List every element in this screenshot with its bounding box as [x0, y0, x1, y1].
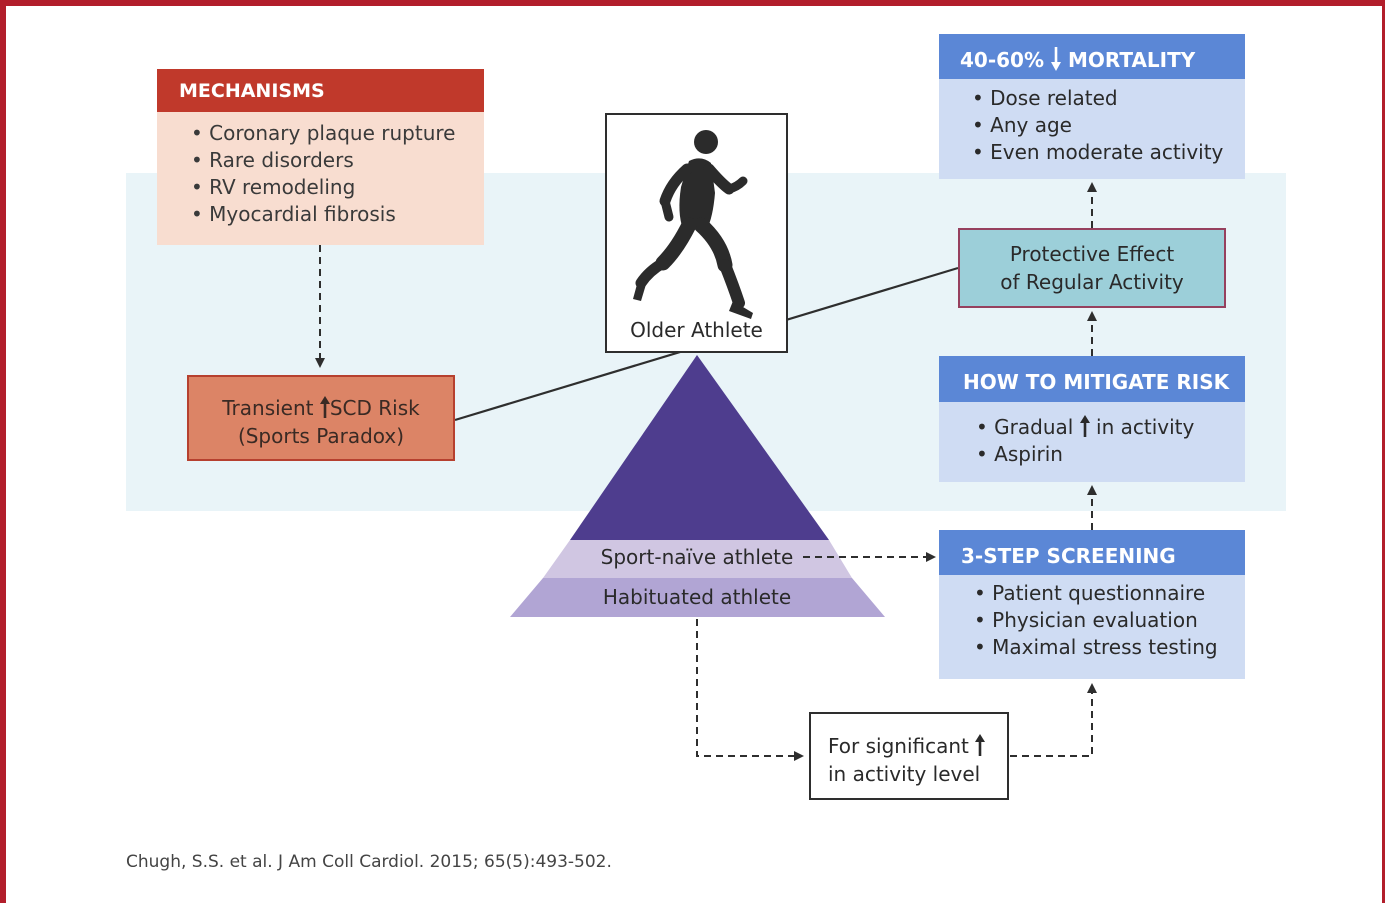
up-arrow-icon	[975, 734, 986, 756]
sport-naive-label: Sport-naïve athlete	[600, 545, 794, 569]
scd-risk-line2: (Sports Paradox)	[237, 424, 405, 448]
mortality-list: Dose related Any age Even moderate activ…	[972, 85, 1223, 166]
arrow-habituated-to-significant	[696, 619, 804, 761]
pyramid-habituated-layer	[510, 578, 885, 617]
list-item: Physician evaluation	[974, 607, 1218, 634]
list-item: Aspirin	[976, 441, 1194, 468]
mitigate-list: Gradual in activity Aspirin	[976, 414, 1194, 468]
mortality-title: 40-60% MORTALITY	[939, 34, 1245, 79]
protective-effect-box: Protective Effect of Regular Activity	[958, 228, 1226, 308]
protective-line1: Protective Effect	[1009, 242, 1175, 266]
older-athlete-label: Older Athlete	[630, 318, 763, 342]
list-item: Dose related	[972, 85, 1223, 112]
scd-risk-text-b: SCD Risk	[329, 396, 420, 420]
mitigate-title: HOW TO MITIGATE RISK	[939, 356, 1245, 402]
up-arrow-icon	[1079, 415, 1090, 437]
scd-risk-text-a: Transient	[222, 396, 314, 420]
screening-title: 3-STEP SCREENING	[939, 530, 1245, 575]
mortality-title-a: 40-60%	[960, 48, 1045, 72]
mortality-title-b: MORTALITY	[1067, 48, 1196, 72]
list-item: Coronary plaque rupture	[191, 120, 455, 147]
up-arrow-icon	[319, 396, 330, 418]
pyramid-sport-naive-layer	[543, 540, 852, 578]
down-arrow-icon	[1050, 47, 1061, 71]
list-item: Any age	[972, 112, 1223, 139]
mitigate-risk-box: HOW TO MITIGATE RISK Gradual in activity…	[939, 356, 1245, 482]
older-athlete-box: Older Athlete	[605, 113, 788, 353]
list-item: Myocardial fibrosis	[191, 201, 455, 228]
arrow-significant-to-screening	[1010, 683, 1097, 757]
mitigate-item-b: in activity	[1096, 415, 1195, 439]
pyramid-top	[570, 355, 829, 540]
significant-increase-box: For significant in activity level	[809, 712, 1009, 800]
list-item: Even moderate activity	[972, 139, 1223, 166]
mitigate-item-a: Gradual	[994, 415, 1074, 439]
list-item: Rare disorders	[191, 147, 455, 174]
mechanisms-list: Coronary plaque rupture Rare disorders R…	[191, 120, 455, 228]
mechanisms-title: MECHANISMS	[157, 69, 484, 112]
list-item: RV remodeling	[191, 174, 455, 201]
significant-line2: in activity level	[828, 762, 981, 786]
habituated-label: Habituated athlete	[602, 585, 792, 609]
scd-risk-line1: Transient SCD Risk	[189, 394, 453, 422]
protective-line2: of Regular Activity	[1000, 270, 1184, 294]
runner-icon	[633, 130, 753, 319]
mechanisms-box: MECHANISMS Coronary plaque rupture Rare …	[157, 69, 484, 245]
mortality-box: 40-60% MORTALITY Dose related Any age Ev…	[939, 34, 1245, 179]
significant-line1: For significant	[828, 732, 1007, 760]
significant-text: For significant	[828, 734, 969, 758]
screening-list: Patient questionnaire Physician evaluati…	[974, 580, 1218, 661]
scd-risk-box: Transient SCD Risk (Sports Paradox)	[187, 375, 455, 461]
list-item: Patient questionnaire	[974, 580, 1218, 607]
screening-box: 3-STEP SCREENING Patient questionnaire P…	[939, 530, 1245, 679]
list-item: Gradual in activity	[976, 414, 1194, 441]
citation: Chugh, S.S. et al. J Am Coll Cardiol. 20…	[126, 852, 612, 872]
list-item: Maximal stress testing	[974, 634, 1217, 661]
